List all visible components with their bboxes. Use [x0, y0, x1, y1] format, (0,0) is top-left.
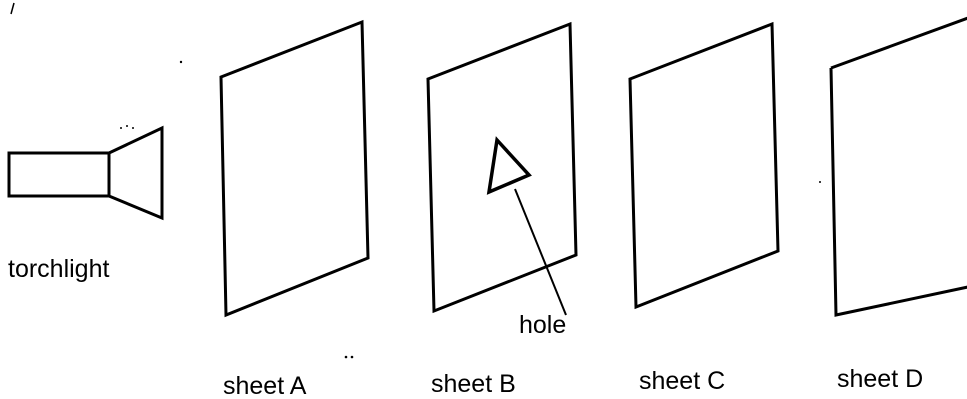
- sheet-d: [829, 16, 967, 317]
- sheet-c: [628, 21, 780, 310]
- hole-pointer-line: [514, 188, 567, 316]
- speck: [179, 60, 183, 64]
- sheet-c-label: sheet C: [639, 367, 725, 395]
- torchlight-body: [7, 151, 111, 198]
- sheet-a-label: sheet A: [223, 372, 307, 399]
- sheet-b-label: sheet B: [431, 370, 516, 398]
- speck: [126, 125, 128, 127]
- torchlight-label: torchlight: [8, 255, 109, 283]
- speck: [120, 127, 122, 129]
- speck: [350, 355, 354, 359]
- torchlight-head: [107, 125, 164, 221]
- sheet-d-label: sheet D: [837, 365, 923, 393]
- hole-label: hole: [519, 311, 566, 339]
- sheet-a: [219, 19, 370, 318]
- corner-mark: [10, 2, 15, 15]
- triangular-hole: [486, 136, 532, 195]
- speck: [819, 181, 821, 183]
- speck: [132, 127, 134, 129]
- torchlight: [7, 125, 164, 221]
- speck: [344, 355, 348, 359]
